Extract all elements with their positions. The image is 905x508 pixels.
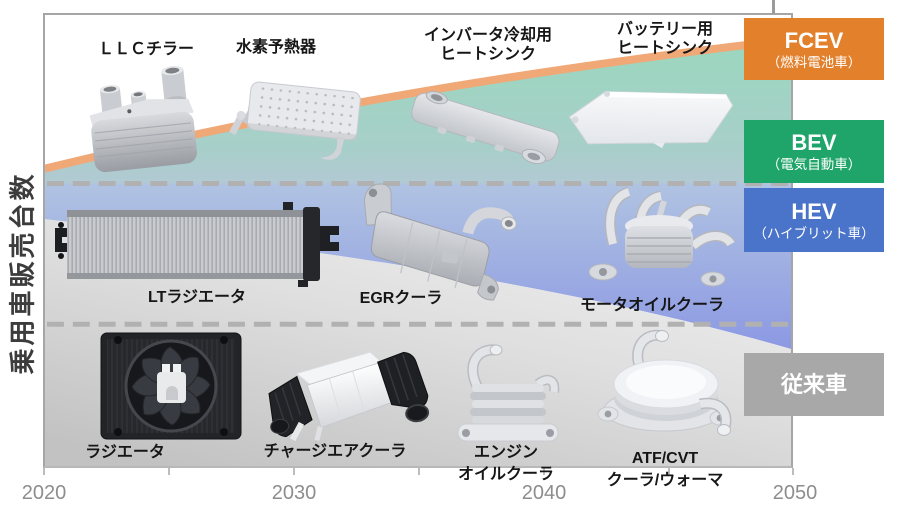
category-box-conventional: 従来車	[744, 353, 884, 416]
x-tick-2035	[418, 468, 420, 475]
category-subtitle-fcev: （燃料電池車）	[766, 54, 862, 70]
llc-chiller-image	[80, 58, 205, 176]
top-edge-mark	[772, 0, 775, 14]
egr-cooler-image	[348, 183, 520, 301]
category-title-hev: HEV	[791, 198, 837, 224]
charge-air-cooler-image	[262, 340, 442, 450]
x-tick-2050	[792, 468, 794, 475]
x-tick-2030	[293, 468, 295, 475]
lt-radiator-image	[53, 198, 339, 290]
engine-oil-cooler-image	[448, 340, 568, 444]
atf-cvt-cooler-label: ATF/CVT クーラ/ウォーマ	[606, 450, 724, 489]
radiator-fan-image	[98, 330, 244, 442]
radiator-label: ラジエータ	[85, 444, 165, 461]
motor-oil-cooler-label: モータオイルクーラ	[579, 297, 725, 314]
x-tick-2020	[43, 468, 45, 475]
battery-heatsink-image	[560, 72, 738, 167]
category-title-conventional: 従来車	[780, 371, 847, 397]
motor-oil-cooler-image	[575, 182, 740, 290]
engine-oil-cooler-label: エンジン オイルクーラ	[457, 444, 555, 483]
inverter-heatsink-image	[400, 86, 570, 171]
category-subtitle-hev: （ハイブリット車）	[753, 225, 875, 241]
category-title-bev: BEV	[791, 130, 837, 155]
x-tick-2040	[543, 468, 545, 475]
y-axis-label: 乗用車販売台数	[7, 171, 38, 375]
x-label-2040: 2040	[521, 482, 567, 504]
lt-radiator-label: LTラジエータ	[147, 289, 247, 306]
category-box-bev: BEV （電気自動車）	[744, 120, 884, 183]
category-subtitle-bev: （電気自動車）	[766, 157, 862, 172]
x-tick-2025	[168, 468, 170, 475]
inverter-heatsink-label: インバータ冷却用 ヒートシンク	[423, 27, 553, 63]
category-box-fcev: FCEV （燃料電池車）	[744, 18, 884, 80]
category-box-hev: HEV （ハイブリット車）	[744, 188, 884, 252]
egr-cooler-label: EGRクーラ	[359, 290, 443, 307]
x-label-2050: 2050	[772, 482, 818, 504]
x-tick-2045	[668, 468, 670, 475]
battery-heatsink-label: バッテリー用 ヒートシンク	[616, 21, 714, 57]
hydrogen-preheater-image	[220, 70, 370, 168]
charge-air-cooler-label: チャージエアクーラ	[263, 443, 407, 460]
hydrogen-preheater-label: 水素予熱器	[235, 39, 317, 56]
category-title-fcev: FCEV	[784, 27, 844, 53]
x-label-2030: 2030	[271, 482, 317, 504]
x-label-2020: 2020	[21, 482, 67, 504]
llc-chiller-label: ＬＬＣチラー	[97, 41, 195, 58]
atf-cvt-cooler-image	[588, 326, 743, 444]
